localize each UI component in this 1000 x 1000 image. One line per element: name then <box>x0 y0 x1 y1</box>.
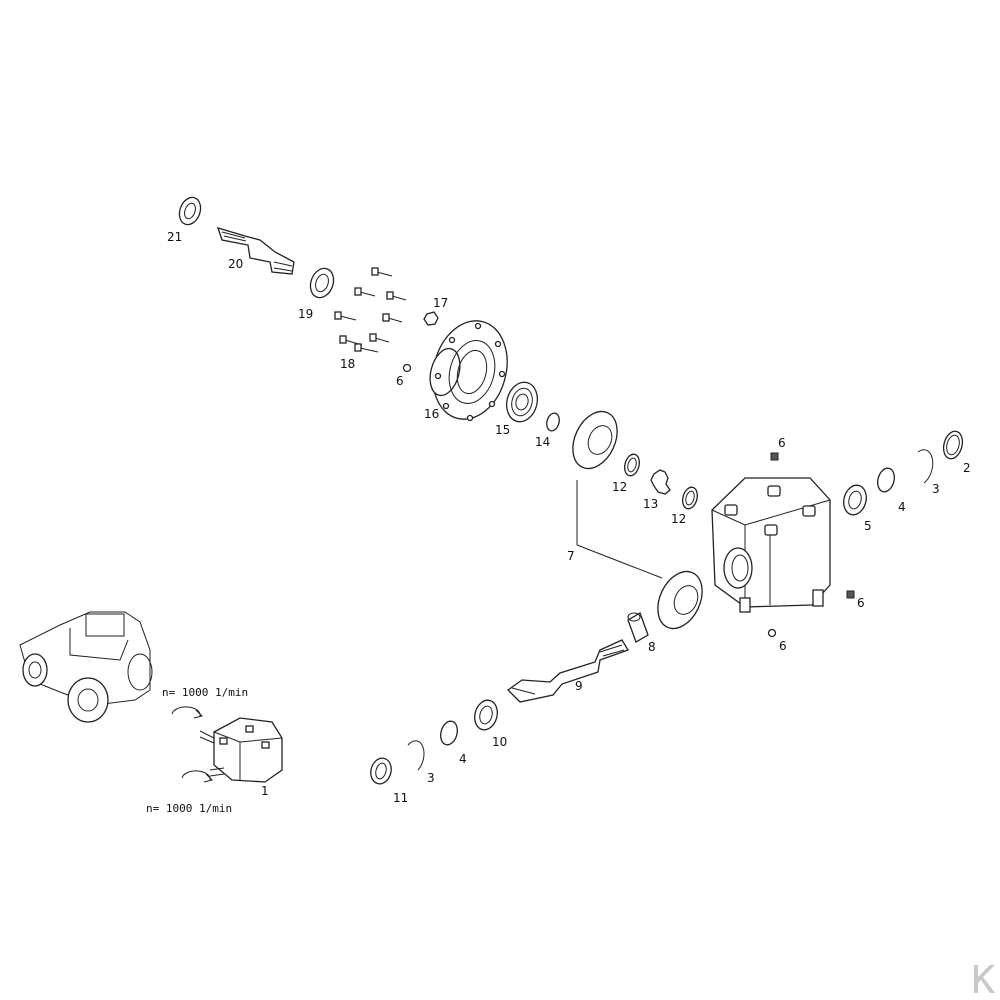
part-12-ring-lower <box>682 486 698 510</box>
part-14-ring <box>546 412 560 432</box>
label-2: 2 <box>963 461 971 475</box>
part-6-plug-bottom <box>767 628 777 638</box>
part-2-ring <box>942 430 964 460</box>
part-20-splined-shaft <box>216 227 295 275</box>
label-17: 17 <box>433 296 448 310</box>
label-20: 20 <box>228 257 243 271</box>
part-21-seal <box>178 196 202 226</box>
label-7: 7 <box>567 549 575 563</box>
label-19: 19 <box>298 307 313 321</box>
part-16-flange-housing <box>429 320 508 422</box>
speed-note-bottom: n= 1000 1/min <box>146 802 232 815</box>
label-5: 5 <box>864 519 872 533</box>
label-6-left: 6 <box>396 374 404 388</box>
part-3-circlip-lower <box>407 740 425 771</box>
label-15: 15 <box>495 423 510 437</box>
label-18: 18 <box>340 357 355 371</box>
part-11-seal <box>370 757 392 785</box>
label-3-lower: 3 <box>427 771 435 785</box>
label-6-right: 6 <box>857 596 865 610</box>
part-7-leader-lines <box>576 480 663 579</box>
label-8: 8 <box>648 640 656 654</box>
label-12-upper: 12 <box>612 480 627 494</box>
part-8-bushing <box>627 612 649 643</box>
label-12-lower: 12 <box>671 512 686 526</box>
part-7-gear-lower <box>657 570 703 630</box>
label-4-upper: 4 <box>898 500 906 514</box>
part-6-plug-top <box>770 452 779 461</box>
part-1-gearbox-illustration <box>171 706 283 783</box>
part-17-nut <box>423 311 439 326</box>
label-4-lower: 4 <box>459 752 467 766</box>
part-labels: 21 20 19 18 17 6 16 15 14 12 13 12 7 6 5… <box>167 230 971 805</box>
label-21: 21 <box>167 230 182 244</box>
part-6-plug-right <box>846 590 855 599</box>
label-6-top: 6 <box>778 436 786 450</box>
part-4-ring-lower <box>440 720 458 746</box>
part-3-circlip-upper <box>917 449 934 484</box>
gearbox-housing <box>711 477 831 613</box>
label-16: 16 <box>424 407 439 421</box>
label-10: 10 <box>492 735 507 749</box>
part-6-plug-left <box>402 363 412 373</box>
part-10-bearing <box>474 699 498 731</box>
part-4-ring-upper <box>877 467 895 493</box>
label-1: 1 <box>261 784 269 798</box>
tractor-illustration <box>19 611 153 723</box>
part-18-bolts <box>334 267 407 353</box>
part-15-roller-bearing <box>505 381 539 423</box>
part-12-ring-upper <box>624 453 640 477</box>
part-5-bearing <box>843 484 867 516</box>
label-14: 14 <box>535 435 550 449</box>
label-9: 9 <box>575 679 583 693</box>
speed-note-top: n= 1000 1/min <box>162 686 248 699</box>
label-13: 13 <box>643 497 658 511</box>
part-19-seal <box>309 267 335 299</box>
label-3-upper: 3 <box>932 482 940 496</box>
label-6-bottom: 6 <box>779 639 787 653</box>
brand-logo <box>966 960 1000 1000</box>
part-13-lock-washer <box>650 469 671 495</box>
label-11: 11 <box>393 791 408 805</box>
part-9-shaft <box>506 639 629 703</box>
part-7-gear-upper <box>572 410 618 470</box>
